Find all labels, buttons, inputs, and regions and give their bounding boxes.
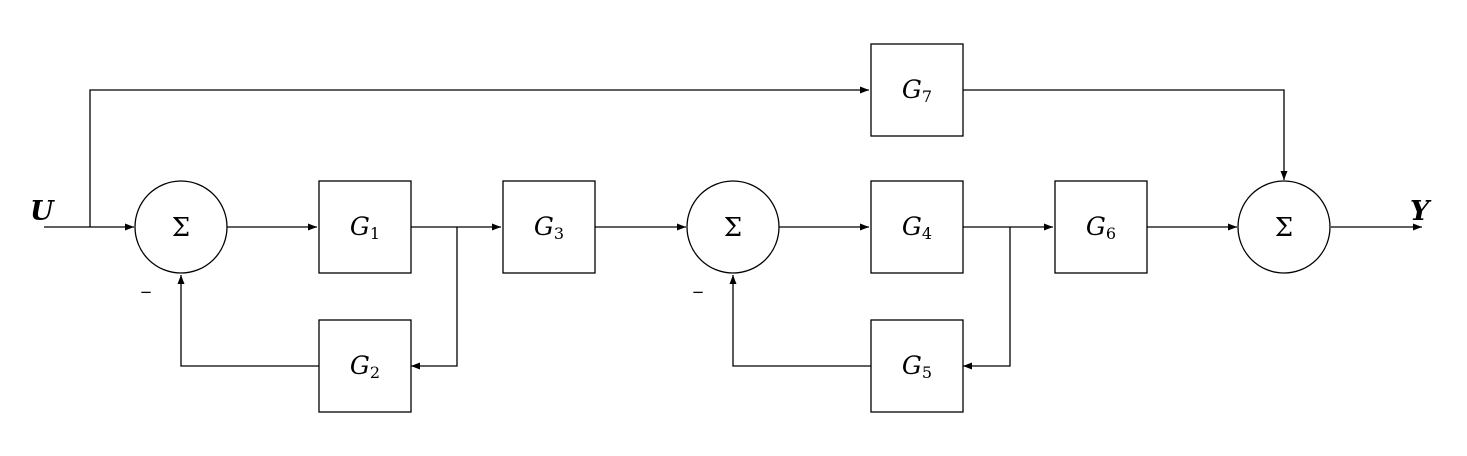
block-g7-sub: 7: [922, 87, 932, 106]
sum1-feedback-sign: −: [140, 283, 153, 301]
svg-text:G3: G3: [534, 212, 564, 243]
sum3-symbol: Σ: [1275, 213, 1293, 243]
svg-text:G1: G1: [350, 212, 380, 243]
block-g1-name: G: [350, 212, 370, 241]
block-g7-name: G: [902, 75, 922, 104]
block-g6: G6: [1054, 180, 1148, 274]
block-g3: G3: [502, 180, 596, 274]
summing-junction-3: Σ: [1237, 180, 1331, 274]
svg-text:G7: G7: [902, 75, 932, 106]
wire-g5-to-sum2: [729, 275, 871, 367]
block-g5-sub: 5: [922, 363, 932, 382]
block-g6-name: G: [1086, 212, 1106, 241]
wire-feedback-to-g2: [411, 227, 458, 370]
input-label: U: [30, 196, 55, 227]
block-g4-sub: 4: [922, 224, 932, 243]
svg-text:G2: G2: [350, 351, 380, 382]
svg-text:G4: G4: [902, 212, 932, 243]
svg-text:G5: G5: [902, 351, 932, 382]
wires: [44, 86, 1422, 370]
block-g7: G7: [870, 43, 964, 137]
block-g1-sub: 1: [370, 224, 380, 243]
block-g2: G2: [318, 319, 412, 413]
wire-g7-to-sum3: [963, 89, 1288, 180]
summing-junction-2: Σ −: [686, 180, 780, 301]
block-g1: G1: [318, 180, 412, 274]
wire-g2-to-sum1: [177, 275, 319, 367]
block-g6-sub: 6: [1106, 224, 1116, 243]
sum2-feedback-sign: −: [692, 283, 705, 301]
sum1-symbol: Σ: [172, 213, 190, 243]
output-label: Y: [1410, 196, 1432, 227]
block-g4: G4: [870, 180, 964, 274]
block-g5-name: G: [902, 351, 922, 380]
svg-text:G6: G6: [1086, 212, 1116, 243]
summing-junction-1: Σ −: [134, 180, 228, 301]
block-g3-name: G: [534, 212, 554, 241]
sum2-symbol: Σ: [724, 213, 742, 243]
block-g2-name: G: [350, 351, 370, 380]
block-g4-name: G: [902, 212, 922, 241]
block-g3-sub: 3: [554, 224, 564, 243]
wire-feedback-to-g5: [963, 227, 1011, 370]
block-g2-sub: 2: [370, 363, 380, 382]
wire-feedforward-to-g7: [89, 86, 869, 227]
block-g5: G5: [870, 319, 964, 413]
